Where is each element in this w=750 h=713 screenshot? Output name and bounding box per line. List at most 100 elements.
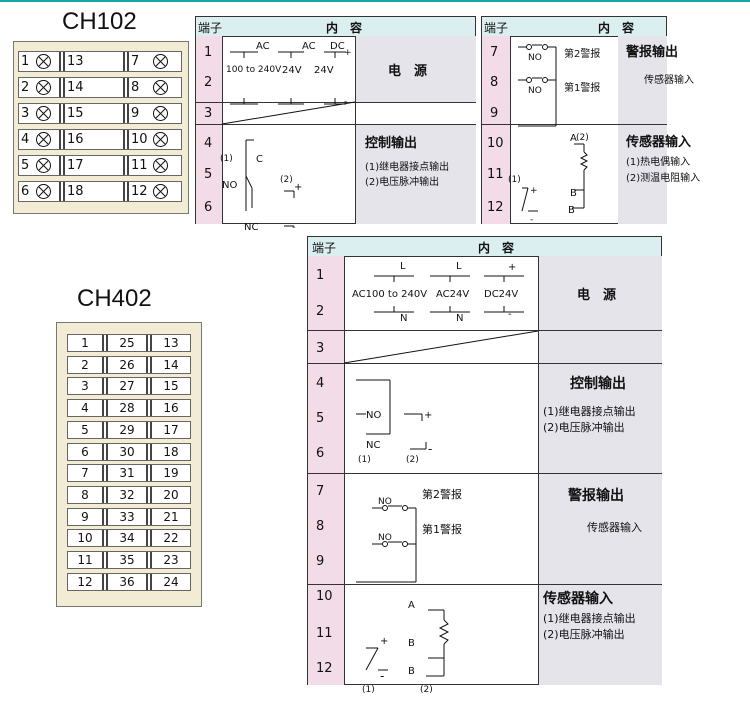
separator xyxy=(123,130,125,149)
terminal-number: 14 xyxy=(67,80,84,95)
diagram-label: - xyxy=(530,215,533,225)
diagram-label: + xyxy=(380,636,388,647)
separator xyxy=(127,52,129,71)
terminal-number: 6 xyxy=(316,446,325,461)
terminal-number: 10 xyxy=(487,136,504,151)
diagram-label: AC24V xyxy=(436,289,470,300)
power-description: 电 源 xyxy=(538,256,662,330)
separator xyxy=(127,182,129,201)
terminal-number: 22 xyxy=(163,531,179,546)
separator xyxy=(150,421,152,438)
diagram-label: (1) xyxy=(220,154,233,164)
alarm-description-bg xyxy=(618,36,667,124)
separator xyxy=(59,130,61,149)
top-rule xyxy=(0,0,750,2)
row-divider xyxy=(196,124,476,125)
terminal-number: 12 xyxy=(77,574,93,589)
terminal-number: 11 xyxy=(316,626,333,641)
separator xyxy=(106,486,108,503)
terminal-number: 4 xyxy=(204,136,213,151)
terminal-number: 5 xyxy=(21,158,30,173)
separator xyxy=(106,552,108,568)
terminal-number: 18 xyxy=(163,444,179,459)
terminal-number: 20 xyxy=(163,487,179,502)
terminal-number: 6 xyxy=(204,200,213,215)
terminal-number: 34 xyxy=(119,531,135,546)
separator xyxy=(150,508,152,525)
diagram-label: AC100 to 240V xyxy=(352,289,428,300)
terminal-number: 7 xyxy=(81,466,89,481)
terminal-number-column: 7 8 9 10 11 12 xyxy=(482,36,511,224)
separator xyxy=(102,335,104,351)
table-ch402-terminals: 端子 内 容 1 2 3 4 5 6 7 8 9 10 11 12 电 源 控制… xyxy=(307,236,662,695)
alarm-sub: 传感器输入 xyxy=(587,521,642,534)
separator xyxy=(102,508,104,525)
terminal-number: 2 xyxy=(204,75,213,90)
terminal-number: 26 xyxy=(119,357,135,372)
terminal-number: 4 xyxy=(81,401,89,416)
terminal-number: 12 xyxy=(131,184,148,199)
terminal-number: 11 xyxy=(77,553,93,567)
separator xyxy=(150,530,152,547)
model-title-ch402: CH402 xyxy=(77,285,152,312)
separator xyxy=(146,573,148,590)
separator xyxy=(127,130,129,149)
table-ch102-terminals-7-12: 端子 内 容 7 8 9 10 11 12 警报输出 传感器输入 传感器输入 (… xyxy=(481,16,700,225)
terminal-number: 3 xyxy=(21,106,30,121)
diagram-label: A xyxy=(408,600,415,611)
separator xyxy=(146,335,148,351)
separator xyxy=(63,104,65,123)
table-ch102-terminals-1-6: 端子 内 容 1 2 3 4 5 6 电 源 控制输出 (1)继电器接点输出 (… xyxy=(195,16,476,233)
separator xyxy=(102,443,104,460)
control-description: 控制输出 (1)继电器接点输出 (2)电压脉冲输出 xyxy=(355,124,476,224)
alarm-title: 警报输出 xyxy=(626,45,679,60)
row-divider xyxy=(196,102,476,103)
separator xyxy=(150,335,152,351)
sensor-title: 传感器输入 xyxy=(626,135,692,150)
separator xyxy=(106,378,108,395)
separator xyxy=(146,400,148,417)
terminal-number: 13 xyxy=(163,336,179,350)
terminal-number: 9 xyxy=(490,106,499,121)
diagram-label: (2) xyxy=(576,133,589,143)
sensor-line-1: (1)热电偶输入 xyxy=(626,157,691,168)
separator xyxy=(150,552,152,568)
separator xyxy=(63,156,65,175)
separator xyxy=(59,182,61,201)
row-divider xyxy=(482,124,667,125)
row-divider xyxy=(308,330,662,331)
diagram-label: NO xyxy=(366,410,381,421)
diagram-label: A xyxy=(570,133,577,144)
diagram-label: C xyxy=(256,154,263,165)
power-label: 电 源 xyxy=(388,64,428,79)
alarm-2-label: 第2警报 xyxy=(564,49,601,60)
terminal-number: 6 xyxy=(21,184,30,199)
terminal-number: 2 xyxy=(81,357,89,372)
terminal-number: 23 xyxy=(163,553,179,567)
separator xyxy=(146,378,148,395)
separator xyxy=(123,104,125,123)
terminal-number: 5 xyxy=(204,167,213,182)
terminal-number: 31 xyxy=(119,466,135,481)
control-title: 控制输出 xyxy=(570,376,626,392)
screw-terminal-icon xyxy=(36,54,51,69)
terminal-number-column: 1 2 3 4 5 6 7 8 9 10 11 12 xyxy=(308,256,345,685)
terminal-number: 4 xyxy=(316,376,325,391)
table2-diagrams: (1) A B B (2) + - xyxy=(508,44,589,225)
separator xyxy=(150,573,152,590)
diagram-label: 100 to 240V xyxy=(226,65,282,75)
diagram-label: 24V xyxy=(314,65,334,76)
power-description: 电 源 xyxy=(355,36,476,102)
diagram-label: + xyxy=(530,186,538,196)
model-title-ch102: CH102 xyxy=(62,8,137,35)
screw-terminal-icon xyxy=(36,184,51,199)
